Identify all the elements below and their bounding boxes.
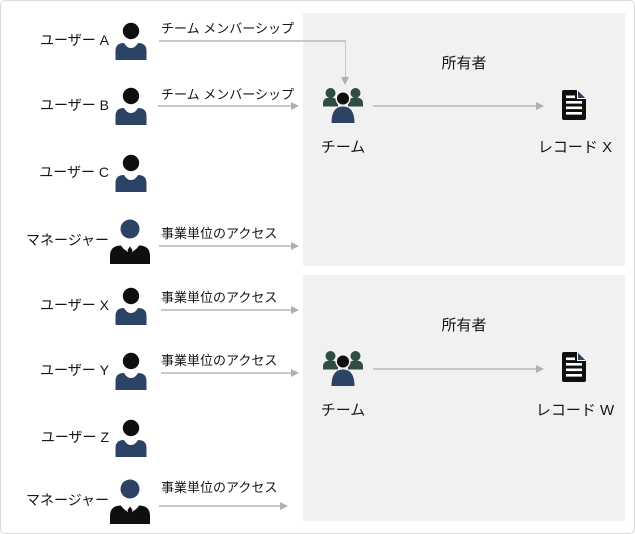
user-c-person-icon [113,154,149,192]
team-membership-arrow-b-head [291,101,299,110]
team1-group-box [303,13,625,266]
manager2-label: マネージャー [25,492,109,508]
record-x-label: レコード X [537,139,613,156]
user-x-label: ユーザー X [40,297,109,313]
record-x-icon [560,88,588,122]
team2-group-box [303,275,625,521]
bu-access-arrow-y [161,372,292,374]
user-x-person-icon [113,287,149,325]
team1-team-icon [322,85,364,123]
team-membership-arrow-a-head [341,77,349,85]
team2-owner-arrow [373,368,537,370]
team-membership-arrow-a-bend [344,40,346,77]
team-membership-arrow-b-label: チーム メンバーシップ [161,87,294,102]
team1-owner-label: 所有者 [441,55,487,72]
team-membership-arrow-b [158,105,292,107]
team2-owner-label: 所有者 [441,317,487,334]
user-z-person-icon [113,419,149,457]
user-y-label: ユーザー Y [40,362,109,378]
bu-access-arrow-manager2-label: 事業単位のアクセス [161,480,278,495]
bu-access-arrow-y-label: 事業単位のアクセス [161,353,278,368]
bu-access-arrow-y-head [291,368,299,377]
bu-access-arrow-manager2 [159,505,281,507]
bu-access-arrow-manager2-head [280,501,288,510]
user-c-label: ユーザー C [39,164,109,180]
record-w-label: レコード W [535,402,615,419]
team2-team-icon [322,348,364,386]
bu-access-arrow-manager1-head [291,241,299,250]
team2-label: チーム [320,402,366,419]
team2-owner-arrow-head [536,364,544,373]
team1-label: チーム [320,139,366,156]
user-b-person-icon [113,87,149,125]
team1-owner-arrow-head [536,101,544,110]
manager1-person-icon [108,218,152,264]
record-w-icon [560,350,588,384]
user-a-label: ユーザー A [40,32,109,48]
bu-access-arrow-x-head [291,305,299,314]
user-b-label: ユーザー B [40,97,109,113]
manager2-person-icon [108,478,152,524]
manager1-label: マネージャー [25,232,109,248]
user-z-label: ユーザー Z [40,429,109,445]
team1-owner-arrow [373,105,537,107]
bu-access-arrow-manager1 [159,245,292,247]
bu-access-arrow-x [161,309,292,311]
team-membership-arrow-a [159,40,346,42]
bu-access-arrow-x-label: 事業単位のアクセス [161,290,278,305]
user-a-person-icon [113,22,149,60]
team-membership-arrow-a-label: チーム メンバーシップ [161,21,294,36]
bu-access-arrow-manager1-label: 事業単位のアクセス [161,226,278,241]
user-y-person-icon [113,352,149,390]
